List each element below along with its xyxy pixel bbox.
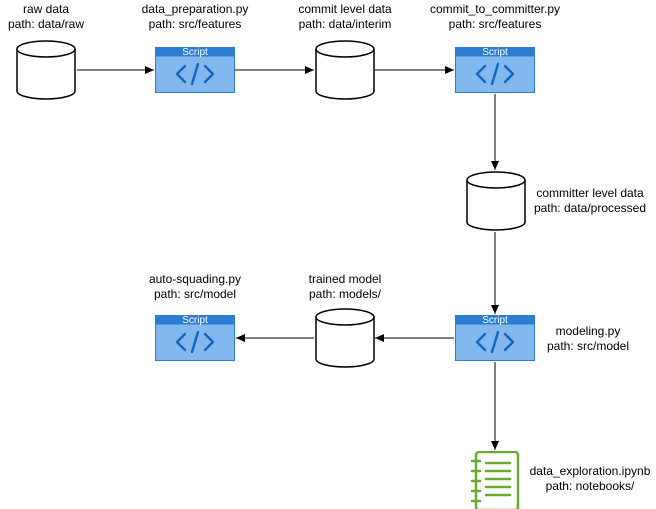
script-badge: Script: [182, 47, 208, 58]
node-path: path: src/model: [154, 287, 236, 301]
database-icon: [315, 40, 375, 100]
node-title: auto-squading.py: [149, 272, 241, 286]
database-icon: [315, 308, 375, 368]
node-title: commit_to_committer.py: [430, 2, 560, 16]
notebook-icon: [470, 451, 520, 509]
node-modeling[interactable]: Script modeling.py path: src/model: [455, 315, 630, 361]
node-path: path: src/features: [149, 17, 242, 31]
node-trained-model[interactable]: trained model path: models/: [309, 272, 382, 368]
node-path: path: models/: [309, 287, 382, 301]
node-commit-level-data[interactable]: commit level data path: data/interim: [298, 2, 392, 100]
node-data-preparation[interactable]: Script data_preparation.py path: src/fea…: [142, 2, 249, 93]
edges: [77, 66, 499, 450]
node-title: commit level data: [298, 2, 392, 16]
node-raw-data[interactable]: raw data path: data/raw: [8, 2, 84, 100]
node-path: path: notebooks/: [546, 479, 635, 493]
node-data-exploration[interactable]: data_exploration.ipynb path: notebooks/: [470, 451, 651, 509]
script-badge: Script: [482, 315, 508, 326]
node-title: committer level data: [536, 186, 644, 200]
node-title: data_exploration.ipynb: [530, 464, 651, 478]
database-icon: [16, 40, 76, 100]
node-path: path: data/raw: [8, 17, 84, 31]
node-title: data_preparation.py: [142, 2, 249, 16]
node-path: path: src/model: [547, 339, 629, 353]
node-commit-to-committer[interactable]: Script commit_to_committer.py path: src/…: [430, 2, 560, 93]
script-badge: Script: [182, 315, 208, 326]
node-path: path: data/interim: [299, 17, 392, 31]
node-auto-squading[interactable]: Script auto-squading.py path: src/model: [149, 272, 241, 361]
script-badge: Script: [482, 47, 508, 58]
node-committer-level-data[interactable]: committer level data path: data/processe…: [466, 171, 646, 231]
database-icon: [466, 171, 526, 231]
node-path: path: src/features: [449, 17, 542, 31]
node-title: modeling.py: [556, 324, 621, 338]
node-title: raw data: [23, 2, 69, 16]
node-title: trained model: [309, 272, 382, 286]
node-path: path: data/processed: [534, 201, 646, 215]
